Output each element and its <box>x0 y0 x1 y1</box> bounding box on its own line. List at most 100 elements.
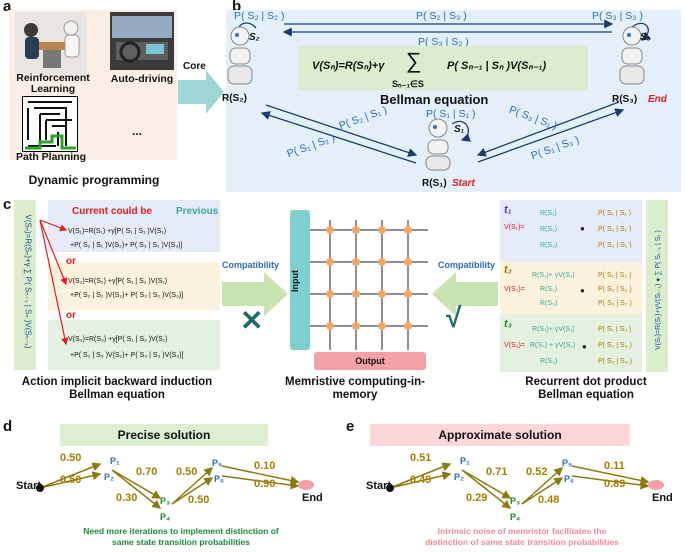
e-note: Intrinsic noise of memristor facilitates… <box>425 526 619 547</box>
node-label-s2: S₂ <box>249 32 260 43</box>
e-node-p4: P₄ <box>510 512 521 522</box>
previous-label: Previous <box>176 206 219 217</box>
or-label-1: or <box>66 256 76 267</box>
node-label-s3: S₃ <box>640 32 651 43</box>
panel-e-title-bg <box>370 424 630 446</box>
panel-letter-b: b <box>232 0 242 15</box>
bellman-sum-sign: ∑ <box>406 48 422 73</box>
t3-p2: P( S₂ | S₃ ) <box>598 342 632 349</box>
core-label: Core <box>183 61 206 72</box>
compatibility-arrow-left <box>222 272 288 316</box>
t2-p2: P( S₂ | S₂ ) <box>598 286 632 293</box>
left-vertical-equation: V(Sₙ)=R(Sₙ)+γ ∑ P( Sₙ₋₁ | Sₙ )V(Sₙ₋₁) <box>23 214 33 349</box>
e-weight-1: 0.51 <box>410 452 432 464</box>
t3-p1: P( S₁ | S₃ ) <box>598 326 632 333</box>
t2-r3: R(S₃) <box>540 300 558 307</box>
t2-label: t₂ <box>504 264 512 276</box>
panel-d-title: Precise solution <box>117 428 211 442</box>
eq2-line1: V(S₂)=R(S₂) +γ[P( S₁ | S₂ )V(S₁) <box>68 278 168 285</box>
compatible-check-icon: √ <box>446 302 462 333</box>
input-label: Input <box>290 270 300 292</box>
t2-bg <box>500 262 642 314</box>
auto-driving-label: Auto-driving <box>110 73 174 85</box>
t3-label: t₃ <box>504 318 512 330</box>
t2-lhs: V(S₂)= <box>504 286 525 293</box>
d-weight-3: 0.70 <box>136 466 158 478</box>
panel-c-left-vertical-bar <box>14 200 36 370</box>
caption-right-c: Recurrent dot product Bellman equation <box>525 376 647 401</box>
bellman-equation-title: Bellman equation <box>380 92 489 107</box>
d-node-p4: P₄ <box>160 512 171 522</box>
output-label: Output <box>355 356 385 366</box>
bellman-sum-subscript: Sₙ₋₁∈S <box>392 79 424 89</box>
panel-letter-a: a <box>3 0 12 15</box>
t1-r1: R(S₁) <box>540 210 557 217</box>
e-node-p5: P₅ <box>562 458 573 468</box>
edge-label-s1s1: P( S₁ | S₁ ) <box>426 108 476 120</box>
t2-r2: R(S₂) <box>540 286 558 293</box>
d-weight-8: 0.90 <box>254 478 276 490</box>
eq3-line1: V(S₃)=R(S₃) +γ[P( S₁ | S₃ )V(S₁) <box>68 336 168 343</box>
caption-left-c: Action implicit backward induction Bellm… <box>21 376 213 401</box>
robot-icon-s2 <box>227 26 253 85</box>
left-branch-arrows <box>39 219 69 346</box>
t1-lhs: V(S₁)= <box>504 224 525 231</box>
e-weight-4: 0.29 <box>466 492 488 504</box>
reward-label-s3: R(S₃) <box>612 94 638 105</box>
auto-driving-image <box>110 12 174 70</box>
d-node-p1: P₁ <box>110 456 120 466</box>
t1-p2: P( S₂ | S₁ ) <box>598 226 632 233</box>
reinforcement-learning-image <box>15 12 87 74</box>
e-weight-7: 0.11 <box>604 460 625 472</box>
t3-lhs: V(S₃)= <box>504 342 525 349</box>
eq1-line1: V(S₁)=R(S₁) +γ[P( S₁ | S₁ )V(S₁) <box>68 228 167 235</box>
right-vertical-equation: V(Sₜ)=R(Sₜ)+γV(Sₜ₋₁) ● ∑ P( Sₜ₋₁ | Sₜ ) <box>655 230 662 350</box>
d-node-p5: P₅ <box>212 458 223 468</box>
panel-b-background <box>226 10 681 192</box>
e-weight-6: 0.48 <box>538 494 560 506</box>
state-transition-arrows <box>233 19 651 164</box>
d-weight-5: 0.50 <box>176 466 198 478</box>
incompatible-cross-icon: ✕ <box>240 305 264 336</box>
panel-letter-c: c <box>3 196 12 213</box>
edge-label-s2s2: P( S₂ | S₂ ) <box>234 10 285 22</box>
caption-mid-c: Memristive computing-in- memory <box>285 376 425 401</box>
node-label-s1: S₁ <box>454 124 465 135</box>
approximate-solution-graph <box>386 462 664 509</box>
d-end-label: End <box>302 492 323 504</box>
robot-icon-s3 <box>619 26 645 85</box>
robot-icon-s1 <box>425 118 451 171</box>
t3-r1: R(S₁)+ γV(S₁) <box>532 326 575 333</box>
t3-r3: R(S₃) <box>540 358 558 365</box>
d-weight-7: 0.10 <box>254 460 276 472</box>
t3-bg <box>500 314 642 372</box>
precise-solution-graph <box>36 462 314 509</box>
t2-r1: R(S₁)+ γV(S₁) <box>532 272 575 279</box>
edge-label-s2s3: P( S₂ | S₃ ) <box>416 10 467 22</box>
t1-p3: P( S₃ | S₁ ) <box>598 242 632 249</box>
panel-d-title-bg <box>60 424 268 446</box>
e-weight-5: 0.52 <box>526 466 548 478</box>
or-label-2: or <box>66 310 76 321</box>
t1-r3: R(S₃) <box>540 242 558 249</box>
d-note: Need more iterations to implement distin… <box>83 526 279 547</box>
e-start-label: Start <box>366 480 392 492</box>
eq-row-1-bg <box>48 200 220 252</box>
bellman-equation-box <box>298 46 588 90</box>
panel-letter-e: e <box>346 418 355 435</box>
e-weight-8: 0.89 <box>604 478 626 490</box>
t1-dot: ● <box>580 224 585 233</box>
eq1-line2: +P( S₂ | S₁ )V(S₂)+ P( S₃ | S₁ )V(S₃)] <box>70 242 183 249</box>
eq3-line2: +P( S₂ | S₃ )V(S₂)+ P( S₃ | S₃ )V(S₃)] <box>70 352 184 359</box>
d-weight-4: 0.30 <box>116 492 138 504</box>
bellman-lhs: V(Sₙ)=R(Sₙ)+γ <box>312 60 385 72</box>
eq-row-2-bg <box>48 262 220 310</box>
panel-c-right-vertical-bar <box>646 200 668 372</box>
d-weight-1: 0.50 <box>60 452 82 464</box>
edge-label-s3s3: P( S₃ | S₃ ) <box>592 10 643 22</box>
e-node-p2: P₂ <box>454 472 465 482</box>
memristor-crossbar <box>310 220 428 350</box>
input-bar <box>290 210 310 350</box>
reward-label-s1: R(S₁) <box>422 178 447 189</box>
e-end-label: End <box>652 492 673 504</box>
